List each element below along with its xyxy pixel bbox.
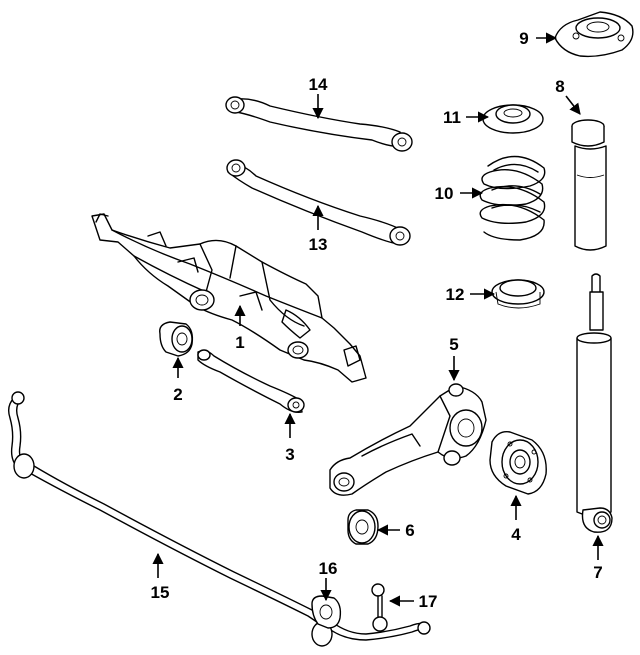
part-9-strut-mount[interactable] [554, 11, 634, 58]
callout-1: 1 [235, 333, 244, 352]
callout-5: 5 [449, 335, 458, 354]
callout-3: 3 [285, 445, 294, 464]
callout-2: 2 [173, 385, 182, 404]
part-12-lower-spring-pad[interactable] [491, 279, 545, 309]
part-4-wheel-hub[interactable] [489, 431, 547, 495]
callout-13: 13 [309, 235, 328, 254]
callout-17: 17 [419, 592, 438, 611]
part-10-coil-spring[interactable] [479, 155, 546, 241]
part-17-stabilizer-link[interactable] [371, 583, 388, 632]
part-6-bushing[interactable] [347, 509, 379, 545]
callout-4: 4 [511, 525, 521, 544]
part-11-upper-spring-seat[interactable] [482, 104, 544, 134]
part-13-lateral-link[interactable] [226, 159, 411, 246]
part-14-upper-control-arm[interactable] [225, 96, 413, 152]
part-1-rear-subframe[interactable] [91, 213, 367, 383]
callout-15: 15 [151, 583, 170, 602]
callout-11: 11 [443, 108, 461, 127]
callout-12: 12 [446, 285, 465, 304]
callout-6: 6 [405, 521, 414, 540]
callout-8: 8 [555, 77, 564, 96]
part-8-bump-stop[interactable] [571, 119, 607, 251]
part-2-bushing[interactable] [159, 321, 194, 357]
part-7-shock-absorber[interactable] [576, 273, 613, 533]
leader-lines [152, 32, 604, 607]
callout-10: 10 [435, 184, 454, 203]
callout-labels: 1 2 3 4 5 6 7 8 9 10 11 12 13 14 15 16 1… [151, 29, 603, 611]
callout-7: 7 [593, 563, 602, 582]
callout-14: 14 [309, 75, 328, 94]
leader-8 [565, 95, 581, 115]
part-16-stabilizer-bushing[interactable] [311, 595, 342, 629]
part-3-trailing-link[interactable] [197, 349, 305, 414]
part-5-knuckle[interactable] [329, 383, 487, 496]
callout-16: 16 [319, 559, 338, 578]
callout-9: 9 [519, 29, 528, 48]
part-15-stabilizer-bar[interactable] [7, 391, 431, 647]
